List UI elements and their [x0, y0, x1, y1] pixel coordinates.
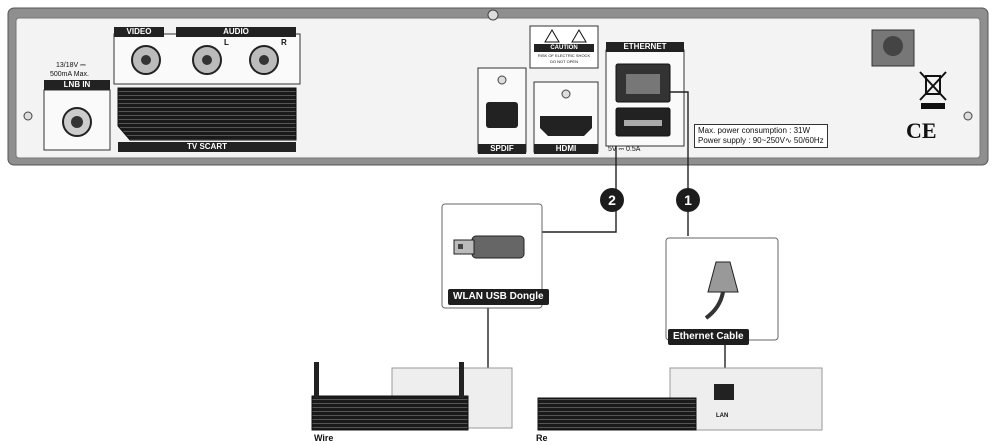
- spdif-label: SPDIF: [478, 144, 526, 154]
- wireless-router: [311, 362, 513, 431]
- wireless-router-body: [311, 395, 469, 431]
- lnb-current-text: 500mA Max.: [50, 71, 89, 78]
- wired-router-body: [537, 397, 697, 431]
- tv-scart-connector: [117, 87, 297, 141]
- weee-bin-icon: [919, 71, 947, 109]
- power-supply-text: Power supply : 90~250V∿ 50/60Hz: [698, 136, 824, 145]
- caution-label: CAUTION: [534, 44, 594, 52]
- lan-port: [714, 384, 734, 400]
- left-antenna: [314, 362, 319, 398]
- right-screw: [963, 111, 973, 121]
- usb-dongle-icon: [453, 235, 525, 259]
- wired-router-caption: Re: [536, 433, 548, 443]
- hdmi-label: HDMI: [534, 144, 598, 154]
- usb-port-label: 5V ⎓ 0.5A: [608, 146, 641, 153]
- wired-router: [537, 367, 823, 431]
- spdif-screw: [497, 75, 507, 85]
- left-screw: [23, 111, 33, 121]
- hdmi-port: [540, 116, 592, 136]
- ethernet-plug-icon: [704, 261, 739, 320]
- video-rca-core: [141, 55, 151, 65]
- receiver-back-panel: [7, 7, 989, 166]
- audio-label: AUDIO: [176, 27, 296, 37]
- caution-triangle-left: [544, 29, 560, 43]
- wireless-router-caption: Wire: [314, 433, 334, 443]
- tv-scart-label: TV SCART: [118, 142, 296, 152]
- caution-triangle-right: [571, 29, 587, 43]
- step-2-marker: 2: [600, 188, 624, 212]
- audio-right-rca-core: [259, 55, 269, 65]
- video-label: VIDEO: [114, 27, 164, 37]
- power-socket-inlet: [883, 36, 903, 56]
- audio-left-label: L: [224, 38, 229, 47]
- power-consumption-text: Max. power consumption : 31W: [698, 126, 811, 135]
- lnb-in-label: LNB IN: [44, 80, 110, 90]
- lnb-voltage-text: 13/18V ⎓: [56, 62, 86, 69]
- lnb-in-connector-core: [71, 116, 83, 128]
- spdif-port: [486, 102, 518, 128]
- hdmi-screw: [561, 89, 571, 99]
- power-rating-box: Max. power consumption : 31W Power suppl…: [694, 124, 828, 148]
- ethernet-port-slot: [626, 74, 660, 94]
- right-antenna: [459, 362, 464, 398]
- lan-port-label: LAN: [716, 413, 729, 419]
- audio-left-rca-core: [202, 55, 212, 65]
- ce-mark-icon: CE: [906, 118, 937, 143]
- usb-port-tongue: [624, 120, 662, 126]
- usb-dongle-line: [542, 146, 617, 233]
- audio-right-label: R: [281, 38, 287, 47]
- step-1-marker: 1: [676, 188, 700, 212]
- ethernet-label: ETHERNET: [606, 42, 684, 52]
- caution-text-2: DO NOT OPEN: [550, 59, 578, 64]
- top-screw: [487, 9, 499, 21]
- caution-text-1: RISK OF ELECTRIC SHOCK: [537, 53, 591, 58]
- ethernet-cable-label: Ethernet Cable: [668, 329, 749, 345]
- wlan-usb-dongle-label: WLAN USB Dongle: [448, 289, 549, 305]
